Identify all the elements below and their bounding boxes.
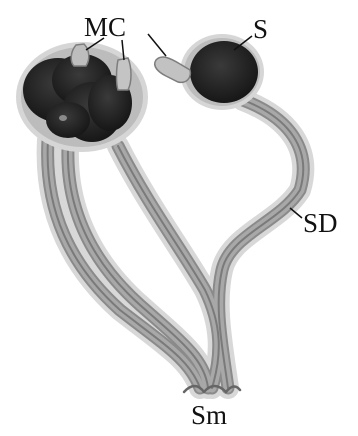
label-sd: SD — [303, 208, 338, 238]
right-gland — [155, 34, 264, 110]
gland-lobe — [46, 102, 90, 138]
label-sm: Sm — [191, 400, 227, 430]
label-mc: MC — [84, 12, 126, 42]
label-s: S — [253, 14, 268, 44]
